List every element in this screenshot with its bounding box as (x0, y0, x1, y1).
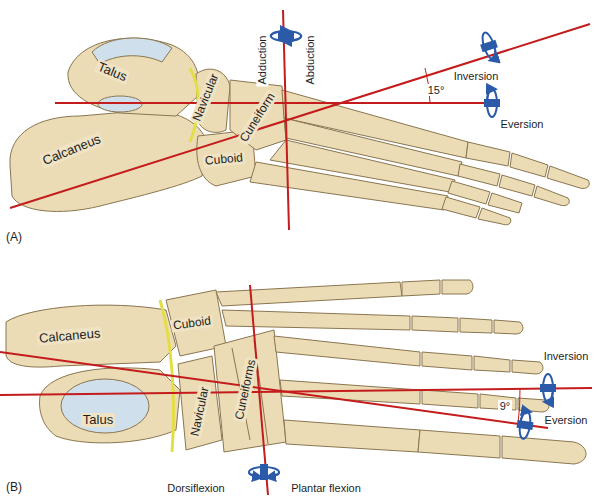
angle-label: 9° (498, 400, 513, 412)
motion-label: Adduction (256, 34, 268, 87)
motion-label: Eversion (543, 414, 590, 426)
rotation-arrows (249, 30, 556, 480)
bone-label: Calcaneus (37, 326, 103, 346)
motion-axes (0, 10, 592, 495)
motion-label: Abduction (304, 34, 316, 87)
panel-letter: (A) (4, 231, 24, 244)
motion-label: Dorsiflexion (165, 482, 226, 494)
bone-label: Cuboid (202, 152, 245, 169)
bone-label: Talus (93, 59, 130, 85)
bone-label: Navicular (190, 70, 222, 125)
motion-label: Plantar flexion (289, 482, 363, 494)
bone-label: Cuneiforms (233, 357, 259, 424)
panel-letter: (B) (4, 481, 24, 494)
bone-label: Cuneiform (237, 89, 280, 146)
lateral-foot-bones (10, 38, 589, 225)
bone-label: Talus (81, 413, 115, 427)
bone-label: Calcaneus (39, 131, 105, 169)
bone-label: Cuboid (170, 315, 213, 334)
motion-label: Inversion (452, 70, 501, 82)
angle-label: 15° (426, 84, 447, 96)
motion-label: Inversion (542, 350, 591, 362)
motion-label: Eversion (499, 118, 546, 130)
dorsal-foot-bones (6, 280, 586, 464)
bone-label: Navicular (188, 384, 212, 440)
